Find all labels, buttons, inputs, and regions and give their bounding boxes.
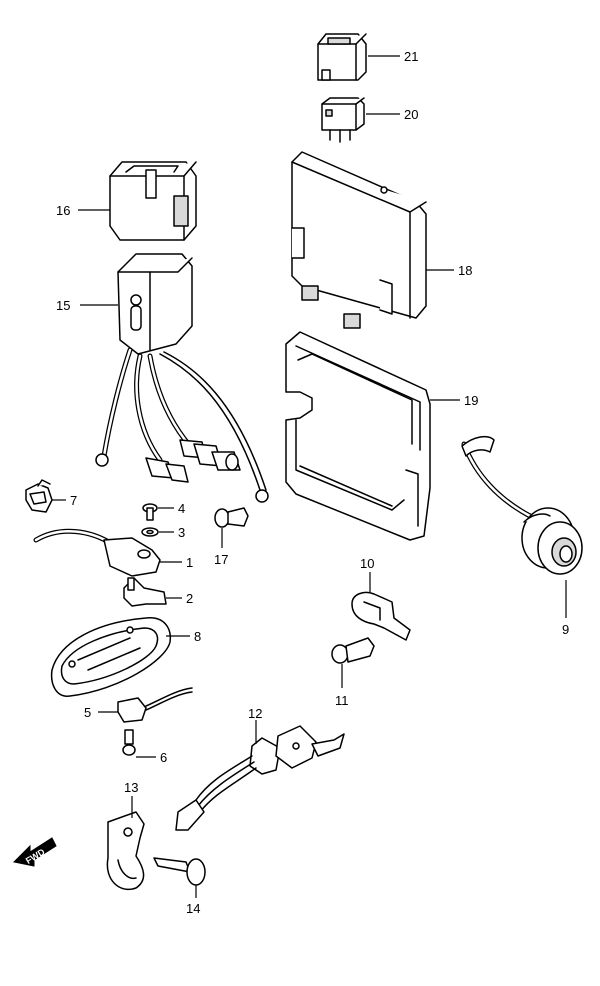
bolt-part-4 — [142, 503, 158, 521]
regulator-part-15 — [95, 253, 269, 503]
callout-17: 17 — [214, 552, 228, 567]
bracket-part-2 — [123, 577, 167, 607]
relay-cover-part-21 — [317, 33, 367, 81]
relay-part-20 — [321, 97, 365, 143]
cover-part-19 — [285, 331, 431, 541]
control-unit-part-18 — [291, 151, 427, 329]
callout-13: 13 — [124, 780, 138, 795]
callout-7: 7 — [70, 493, 77, 508]
callout-8: 8 — [194, 629, 201, 644]
fwd-arrow-icon: FWD — [12, 837, 57, 867]
callout-14: 14 — [186, 901, 200, 916]
sensor-part-1 — [33, 528, 161, 577]
clamp-part-10 — [351, 591, 411, 641]
cover-part-8 — [50, 617, 172, 697]
bolt-part-17 — [214, 507, 249, 528]
sensor-part-5 — [117, 687, 193, 723]
callout-11: 11 — [335, 693, 349, 708]
callout-16: 16 — [56, 203, 70, 218]
callout-2: 2 — [186, 591, 193, 606]
callout-18: 18 — [458, 263, 472, 278]
callout-4: 4 — [178, 501, 185, 516]
callout-3: 3 — [178, 525, 185, 540]
callout-21: 21 — [404, 49, 418, 64]
washer-part-3 — [141, 527, 159, 537]
callout-5: 5 — [84, 705, 91, 720]
callout-19: 19 — [464, 393, 478, 408]
callout-12: 12 — [248, 706, 262, 721]
clamp-part-13 — [106, 811, 145, 891]
harness-part-12 — [175, 725, 345, 831]
boot-part-16 — [109, 161, 197, 241]
clamp-part-7 — [25, 479, 53, 513]
bolt-part-11 — [331, 637, 375, 664]
callout-15: 15 — [56, 298, 70, 313]
callout-9: 9 — [562, 622, 569, 637]
callout-1: 1 — [186, 555, 193, 570]
screw-part-14 — [153, 857, 206, 886]
switch-part-9 — [461, 435, 583, 575]
bolt-part-6 — [122, 729, 136, 756]
callout-6: 6 — [160, 750, 167, 765]
callout-10: 10 — [360, 556, 374, 571]
callout-20: 20 — [404, 107, 418, 122]
